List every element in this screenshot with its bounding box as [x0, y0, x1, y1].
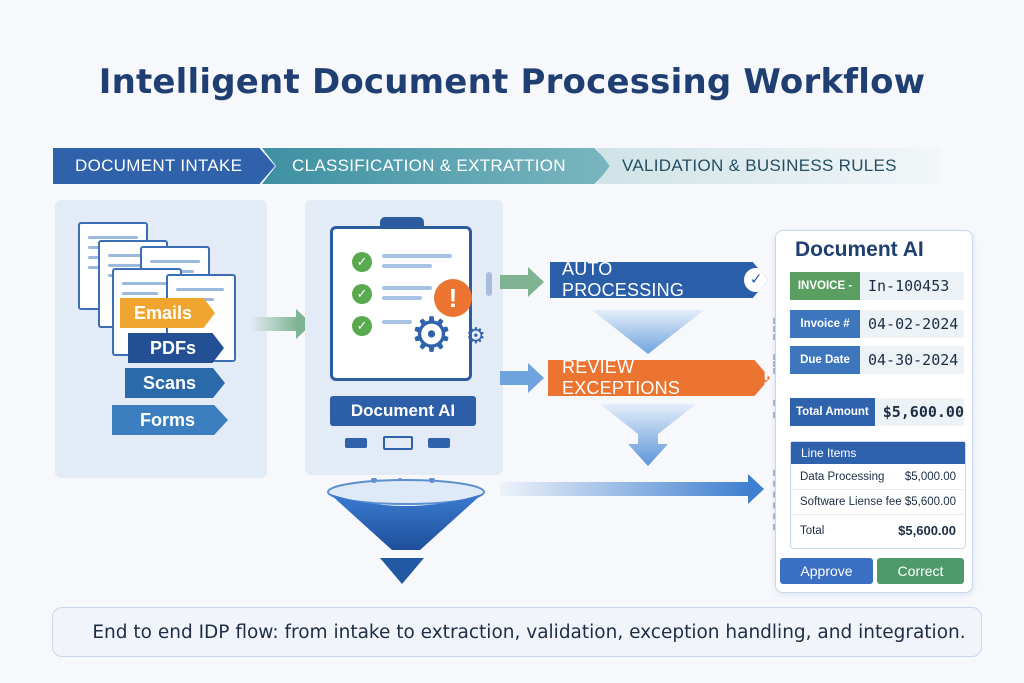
down-chevron-icon [592, 310, 704, 354]
source-forms: Forms [112, 405, 228, 435]
flow-arrow-icon [500, 474, 764, 504]
route-review-label: REVIEW EXCEPTIONS [562, 357, 681, 398]
field-invoice-id[interactable]: INVOICE - In-100453 [790, 272, 964, 300]
flow-arrow-icon [250, 309, 312, 339]
field-due-date[interactable]: Due Date 04-30-2024 [790, 346, 964, 374]
page-title: Intelligent Document Processing Workflow [98, 62, 926, 102]
form-title: Document AI [795, 238, 924, 261]
route-review-exceptions: REVIEW EXCEPTIONS ! [548, 360, 770, 396]
flow-arrow-icon [500, 363, 544, 393]
line-item-amount: $5,000.00 [904, 471, 956, 483]
line-item-amount: $5,600.00 [904, 496, 956, 508]
field-label: INVOICE - [790, 272, 860, 300]
route-auto-label: AUTO PROCESSING [562, 259, 685, 300]
gear-icon: ⚙ [466, 323, 486, 348]
route-auto-processing: AUTO PROCESSING ✓ [550, 262, 768, 298]
source-scans: Scans [125, 368, 225, 398]
table-row: Data Processing $5,000.00 [792, 465, 964, 490]
mini-screen-icon [383, 436, 413, 450]
check-icon: ✓ [352, 284, 372, 304]
source-pdfs: PDFs [128, 333, 224, 363]
line-item-name: Total [800, 524, 825, 537]
field-label: Invoice # [790, 310, 860, 338]
alert-icon: ! [434, 279, 472, 317]
field-value: 04-02-2024 [860, 310, 964, 338]
stage-validation-business-rules: VALIDATION & BUSINESS RULES [596, 148, 941, 184]
line-item-name: Software Liense fee [800, 496, 902, 508]
funnel-icon [327, 478, 485, 550]
table-row: Total $5,600.00 [792, 518, 964, 543]
line-items-header: Line Items [791, 442, 965, 464]
check-icon: ✓ [352, 252, 372, 272]
field-label: Due Date [790, 346, 860, 374]
scroll-indicator [486, 272, 492, 296]
check-circle-icon: ✓ [744, 268, 768, 292]
down-chevron-icon [600, 404, 696, 466]
approve-button[interactable]: Approve [780, 558, 873, 584]
gear-icon: ⚙ [410, 309, 454, 362]
line-item-name: Data Processing [800, 471, 885, 483]
down-arrow-icon [380, 558, 424, 584]
flow-arrow-icon [500, 267, 544, 297]
mini-doc-icon [428, 438, 450, 448]
table-row: Software Liense fee $5,600.00 [792, 490, 964, 515]
exclamation-icon: ! [762, 365, 770, 390]
line-item-amount: $5,600.00 [898, 523, 956, 538]
check-icon: ✓ [352, 316, 372, 336]
stage-document-intake: DOCUMENT INTAKE [53, 148, 275, 184]
correct-button[interactable]: Correct [877, 558, 964, 584]
footer-box [52, 607, 982, 657]
source-emails: Emails [120, 298, 215, 328]
field-label: Total Amount [790, 398, 875, 426]
field-value: 04-30-2024 [860, 346, 964, 374]
field-invoice-number[interactable]: Invoice # 04-02-2024 [790, 310, 964, 338]
mini-doc-icon [345, 438, 367, 448]
footer-caption: End to end IDP flow: from intake to extr… [92, 622, 966, 643]
processor-label: Document AI [330, 396, 476, 426]
field-total-amount[interactable]: Total Amount $5,600.00 [790, 398, 964, 426]
field-value: In-100453 [860, 272, 964, 300]
stage-classification-extraction: CLASSIFICATION & EXTRATTION [262, 148, 612, 184]
field-value: $5,600.00 [874, 398, 964, 426]
